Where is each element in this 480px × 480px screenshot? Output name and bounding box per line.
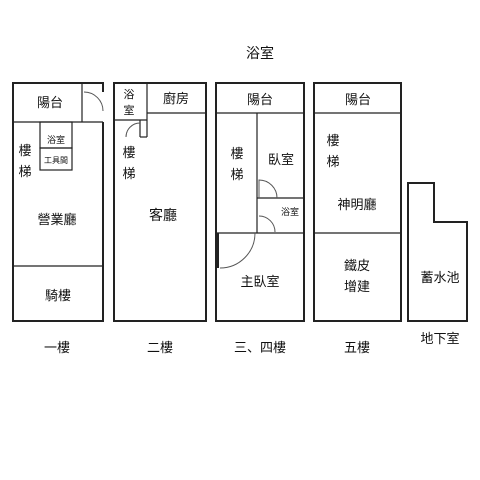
basement-caption: 地下室 bbox=[420, 331, 459, 347]
floor-1-caption: 一樓 bbox=[44, 341, 70, 356]
floor-1-tool-room-label: 工具間 bbox=[44, 156, 68, 165]
floor-2-caption: 二樓 bbox=[147, 341, 173, 356]
floor-5-shrine-label: 神明廳 bbox=[337, 197, 376, 213]
basement-wall bbox=[407, 182, 468, 322]
floor-1-bath-label: 浴室 bbox=[47, 134, 65, 146]
floor-1-hall-label: 營業廳 bbox=[37, 212, 76, 228]
basement-plan: 蓄水池 地下室 bbox=[407, 182, 468, 347]
floor-3-4-stairs-label-top: 樓 bbox=[230, 147, 243, 162]
floor-5-caption: 五樓 bbox=[344, 341, 370, 356]
floor-2-wall bbox=[113, 82, 207, 322]
floor-3-4-wall bbox=[215, 82, 305, 322]
floor-2-bath-label-bottom: 室 bbox=[124, 103, 135, 117]
floor-3-4-master-door bbox=[219, 232, 256, 269]
floor-3-4-plan: 陽台 樓 梯 臥室 浴室 主臥室 三、四樓 bbox=[215, 82, 305, 356]
floor-2-kitchen-label: 廚房 bbox=[163, 91, 189, 107]
floor-5-stairs-label-top: 樓 bbox=[326, 134, 339, 149]
floor-5-addition-label-top: 鐵皮 bbox=[344, 258, 370, 274]
floor-3-4-bath-door bbox=[258, 215, 276, 233]
floor-2-bath-label-top: 浴 bbox=[124, 88, 135, 101]
floor-3-4-bedroom-label: 臥室 bbox=[268, 152, 294, 168]
floor-3-4-master-label: 主臥室 bbox=[240, 274, 279, 290]
basement-tank-label: 蓄水池 bbox=[420, 271, 459, 286]
floor-5-addition-label-bottom: 增建 bbox=[344, 280, 370, 295]
floor-3-4-bedroom-door bbox=[258, 179, 278, 199]
floor-3-4-balcony-label: 陽台 bbox=[247, 93, 273, 108]
floor-2-stairs-label-bottom: 梯 bbox=[122, 167, 135, 182]
floor-5-plan: 陽台 樓 梯 神明廳 鐵皮 增建 五樓 bbox=[313, 82, 402, 356]
floor-5-balcony-label: 陽台 bbox=[345, 93, 371, 108]
floor-1-arcade-label: 騎樓 bbox=[45, 289, 71, 304]
floor-5-wall bbox=[313, 82, 402, 322]
floor-2-living-label: 客廳 bbox=[149, 207, 177, 224]
floor-1-stairs-label-bottom: 梯 bbox=[18, 165, 31, 180]
floor-1-balcony-door bbox=[83, 91, 104, 112]
plan-title: 浴室 bbox=[246, 45, 274, 62]
floor-1-balcony-label: 陽台 bbox=[37, 96, 63, 111]
floor-1-wall bbox=[12, 82, 104, 322]
floor-3-4-bath-label: 浴室 bbox=[281, 206, 299, 218]
floor-1-tool-room-wall bbox=[39, 147, 73, 171]
floor-2-stairs-label-top: 樓 bbox=[122, 146, 135, 161]
floor-2-plan: 浴 室 廚房 樓 梯 客廳 二樓 bbox=[113, 82, 207, 356]
floor-2-bath-door bbox=[125, 122, 141, 138]
floor-3-4-stairs-label-bottom: 梯 bbox=[230, 168, 243, 183]
floor-5-stairs-label-bottom: 梯 bbox=[326, 155, 339, 170]
floor-1-stairs-label-top: 樓 bbox=[18, 144, 31, 159]
floor-3-4-caption: 三、四樓 bbox=[234, 341, 286, 356]
floor-1-plan: 陽台 浴室 工具間 樓 梯 營業廳 騎樓 一樓 bbox=[12, 82, 104, 356]
